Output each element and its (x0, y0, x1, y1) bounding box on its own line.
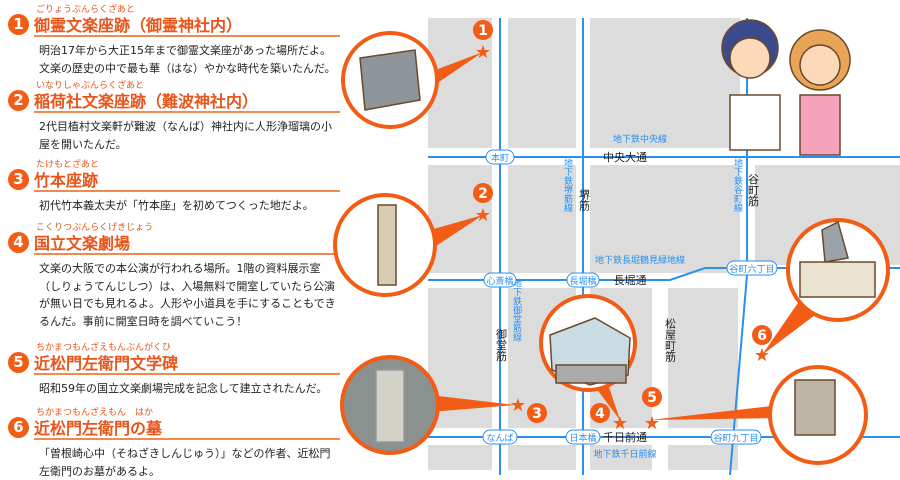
map-number: 5 (647, 390, 657, 406)
road-label: 中央大通 (603, 150, 647, 164)
site-description: 昭和59年の国立文楽劇場完成を記念して建立されたんだ。 (39, 382, 328, 395)
road-label: 御堂筋 (495, 327, 508, 362)
map-number-badge (473, 20, 493, 40)
station-badge (565, 429, 601, 445)
divider (34, 35, 340, 37)
site-description: 2代目植村文楽軒が難波（なんば）神社内に人形浄瑠璃の小屋を開いたんだ。 (39, 120, 332, 151)
station-name: 長堀橋 (569, 275, 596, 287)
road-label: 長堀通 (614, 274, 647, 287)
map-number: 4 (595, 406, 605, 422)
number-badge: 1 (8, 14, 29, 35)
furigana: ちかまつもんざえもん はか (36, 408, 154, 418)
station-name: 日本橋 (569, 432, 596, 444)
station-name: 心斎橋 (486, 275, 513, 287)
station-name: 谷町六丁目 (729, 263, 774, 275)
illustrations (359, 19, 876, 443)
station-badge (726, 260, 778, 276)
star-marker-icon: ★ (510, 395, 526, 416)
divider (34, 373, 340, 375)
site-description: 「曽根崎心中（そねざきしんじゅう）」などの作者、近松門左衛門のお墓があるよ。 (39, 447, 331, 478)
map-number-badge (590, 403, 610, 423)
map-number-badge (473, 183, 493, 203)
map-number: 3 (532, 406, 542, 422)
divider (34, 438, 340, 440)
site-description: 明治17年から大正15年まで御霊文楽座があった場所だよ。文楽の歴史の中で最も華（… (39, 44, 336, 75)
subway-line-label: 地下鉄谷町線 (732, 157, 743, 212)
number-badge: 2 (8, 90, 29, 111)
subway-line-label: 地下鉄中央線 (613, 133, 667, 145)
map-number-badge (752, 325, 772, 345)
furigana: ごりょうぶんらくざあと (36, 5, 136, 15)
number-badge: 5 (8, 352, 29, 373)
map-number-badge (642, 387, 662, 407)
star-marker-icon: ★ (475, 205, 491, 226)
site-description: 初代竹本義太夫が「竹本座」を初めてつくった地だよ。 (39, 199, 314, 212)
star-marker-icon: ★ (644, 413, 660, 434)
number-badge: 3 (8, 169, 29, 190)
station-badge (485, 149, 515, 165)
subway-line-label: 地下鉄堺筋線 (562, 157, 573, 212)
site-description: 文楽の大阪での本公演が行われる場所。1階の資料展示室（しりょうてんじしつ）は、入… (39, 262, 336, 328)
star-marker-icon: ★ (754, 345, 770, 366)
number-badge: 4 (8, 232, 29, 253)
road-label: 千日前通 (603, 430, 647, 444)
divider (34, 253, 340, 255)
station-name: 本町 (491, 152, 509, 164)
star-marker-icon: ★ (475, 42, 491, 63)
station-badge (566, 272, 600, 288)
road-label: 松屋町筋 (664, 317, 677, 363)
site-title: 近松門左衛門の墓 (34, 419, 163, 438)
site-title: 稲荷社文楽座跡（難波神社内） (34, 92, 259, 111)
site-title: 近松門左衛門文学碑 (34, 354, 179, 373)
subway-line-label: 地下鉄千日前線 (593, 448, 656, 460)
divider (34, 111, 340, 113)
station-badge (710, 429, 762, 445)
station-name: なんば (486, 433, 513, 444)
map-number: 2 (478, 186, 488, 202)
subway-line-label: 地下鉄御堂筋線 (511, 277, 522, 341)
road-label: 谷町筋 (747, 173, 760, 207)
furigana: こくりつぶんらくげきじょう (36, 223, 154, 233)
star-marker-icon: ★ (612, 413, 628, 434)
road-label: 堺筋 (578, 189, 591, 212)
map-number: 6 (757, 328, 767, 344)
map-number-badge (527, 403, 547, 423)
furigana: たけもとざあと (36, 160, 99, 170)
subway-line-label: 地下鉄長堀鶴見緑地線 (595, 254, 685, 266)
divider (34, 190, 340, 192)
furigana: ちかまつもんざえもんぶんがくひ (36, 343, 172, 353)
number-badge: 6 (8, 417, 29, 438)
map-number: 1 (478, 23, 488, 39)
site-title: 国立文楽劇場 (34, 234, 131, 253)
furigana: いなりしゃぶんらくざあと (36, 81, 145, 91)
station-badge (482, 429, 518, 445)
station-badge (483, 272, 517, 288)
site-title: 竹本座跡 (34, 171, 99, 190)
station-name: 谷町九丁目 (713, 433, 758, 444)
site-title: 御霊文楽座跡（御霊神社内） (34, 16, 243, 35)
